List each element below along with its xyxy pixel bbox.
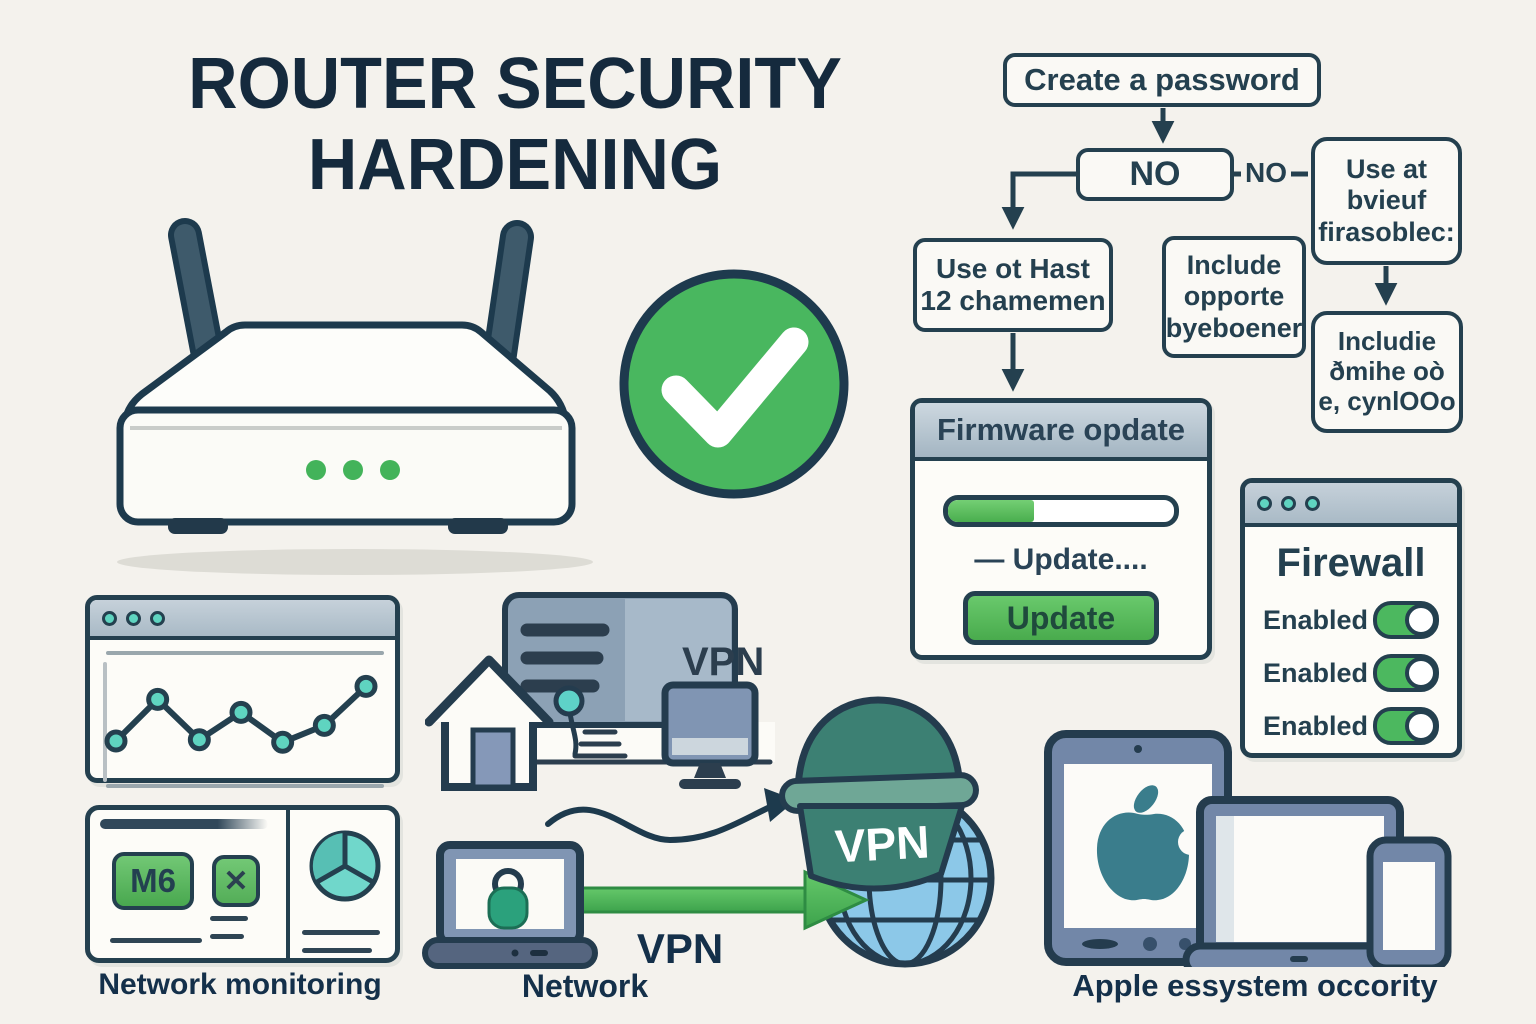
firewall-title: Firewall	[1276, 541, 1426, 585]
firewall-window-chrome	[1245, 483, 1457, 527]
toggle-label: Enabled	[1263, 604, 1369, 635]
page-title: ROUTER SECURITY HARDENING	[140, 44, 891, 205]
router-front-face	[116, 406, 576, 526]
firewall-window: Firewall Enabled Enabled Enabled	[1240, 478, 1462, 758]
globe-hat-label: VPN	[833, 815, 930, 872]
vpn-hat-icon: VPN	[779, 696, 979, 892]
caption-apple-ecosystem: Apple essystem occority	[1072, 968, 1438, 1003]
page-title-line1: ROUTER SECURITY	[188, 44, 842, 124]
monitoring-window	[85, 595, 400, 788]
text-line-placeholder	[210, 934, 244, 939]
window-dot-icon	[102, 610, 117, 626]
firewall-toggle-row-3: Enabled	[1245, 707, 1457, 745]
firmware-title: Firmware opdate	[936, 412, 1186, 447]
flow-box-create-password: Create a password	[1003, 53, 1321, 107]
firmware-progress-fill	[948, 500, 1034, 522]
vpn-card: VPN	[502, 592, 764, 728]
lock-icon	[487, 868, 529, 930]
caption-network: Network	[521, 968, 649, 1004]
network-monitoring-panel: M6 ✕	[85, 805, 400, 963]
menu-icon	[520, 623, 610, 693]
router-top-face	[121, 321, 570, 426]
apple-logo-icon	[1096, 785, 1204, 901]
toggle-switch-1[interactable]	[1373, 601, 1439, 639]
router-antenna-right	[476, 220, 534, 419]
window-dot-icon	[126, 610, 141, 626]
panel-header-bar	[100, 819, 268, 829]
toggle-knob	[1405, 604, 1437, 636]
router-shadow	[117, 549, 593, 575]
globe-icon	[815, 788, 995, 968]
router-led-2	[343, 460, 363, 480]
toggle-switch-2[interactable]	[1373, 654, 1439, 692]
iphone-icon	[1366, 836, 1452, 967]
caption-network-monitoring: Network monitoring	[98, 968, 382, 1001]
firmware-progress-bar	[943, 495, 1179, 527]
close-button[interactable]: ✕	[212, 855, 260, 907]
caption-vpn: VPN	[636, 925, 724, 972]
toggle-knob	[1405, 657, 1437, 689]
location-pin-icon	[553, 685, 585, 757]
firewall-toggle-row-1: Enabled	[1245, 601, 1457, 639]
monitor-icon	[661, 681, 759, 789]
flow-box-use-length: Use ot Hast 12 chamemen	[913, 238, 1113, 332]
apple-devices-illustration	[1044, 730, 1452, 967]
vpn-tunnel-arrow	[563, 869, 870, 931]
window-dot-icon	[1305, 495, 1320, 511]
house-icon	[425, 655, 554, 791]
router-led-3	[380, 460, 400, 480]
text-line-placeholder	[110, 938, 202, 943]
monitoring-line-chart	[103, 651, 384, 788]
firmware-titlebar: Firmware opdate	[915, 403, 1207, 461]
router-antenna-left	[168, 218, 234, 419]
macbook-icon	[1182, 796, 1420, 967]
connection-swoosh-arrow	[545, 788, 796, 844]
text-line-placeholder	[302, 948, 372, 953]
router-foot-left	[168, 518, 228, 534]
pie-chart-icon	[309, 830, 381, 902]
router-led-1	[306, 460, 326, 480]
firmware-window: Firmware opdate — Update.... Update	[910, 398, 1212, 660]
tablet-icon	[1044, 730, 1232, 966]
router-foot-right	[448, 518, 508, 534]
toggle-label: Enabled	[1263, 657, 1369, 688]
window-dot-icon	[1257, 495, 1272, 511]
page-title-line2: HARDENING	[307, 124, 723, 205]
text-line-placeholder	[210, 916, 248, 921]
toggle-label: Enabled	[1263, 710, 1369, 741]
chart-points	[104, 674, 378, 754]
router-illustration	[116, 218, 593, 575]
text-lines-icon	[572, 729, 628, 759]
flow-box-use-unique: Use at bvieuf firasoblec:	[1311, 137, 1462, 265]
flow-box-include-numbers: Includie ðmihe oò e, cynlOOo	[1311, 311, 1463, 433]
house-door	[470, 727, 516, 790]
update-button[interactable]: Update	[963, 591, 1159, 645]
flow-box-include-symbols: Include opporte byeboener	[1162, 236, 1306, 358]
panel-divider	[286, 810, 290, 958]
vpn-card-label: VPN	[682, 640, 764, 684]
checkmark-icon	[619, 269, 849, 499]
toggle-switch-3[interactable]	[1373, 707, 1439, 745]
flow-edge-label-no: NO	[1241, 157, 1291, 189]
window-dot-icon	[150, 610, 165, 626]
firmware-status-text: — Update....	[974, 543, 1148, 576]
window-dot-icon	[1281, 495, 1296, 511]
laptop-icon	[422, 841, 598, 969]
firewall-toggle-row-2: Enabled	[1245, 654, 1457, 692]
text-line-placeholder	[302, 930, 380, 935]
toggle-knob	[1405, 710, 1437, 742]
flow-box-no: NO	[1076, 148, 1234, 201]
monitoring-window-chrome	[90, 600, 395, 640]
m6-badge-button[interactable]: M6	[112, 852, 194, 910]
vpn-home-scene: VPN	[425, 592, 775, 791]
